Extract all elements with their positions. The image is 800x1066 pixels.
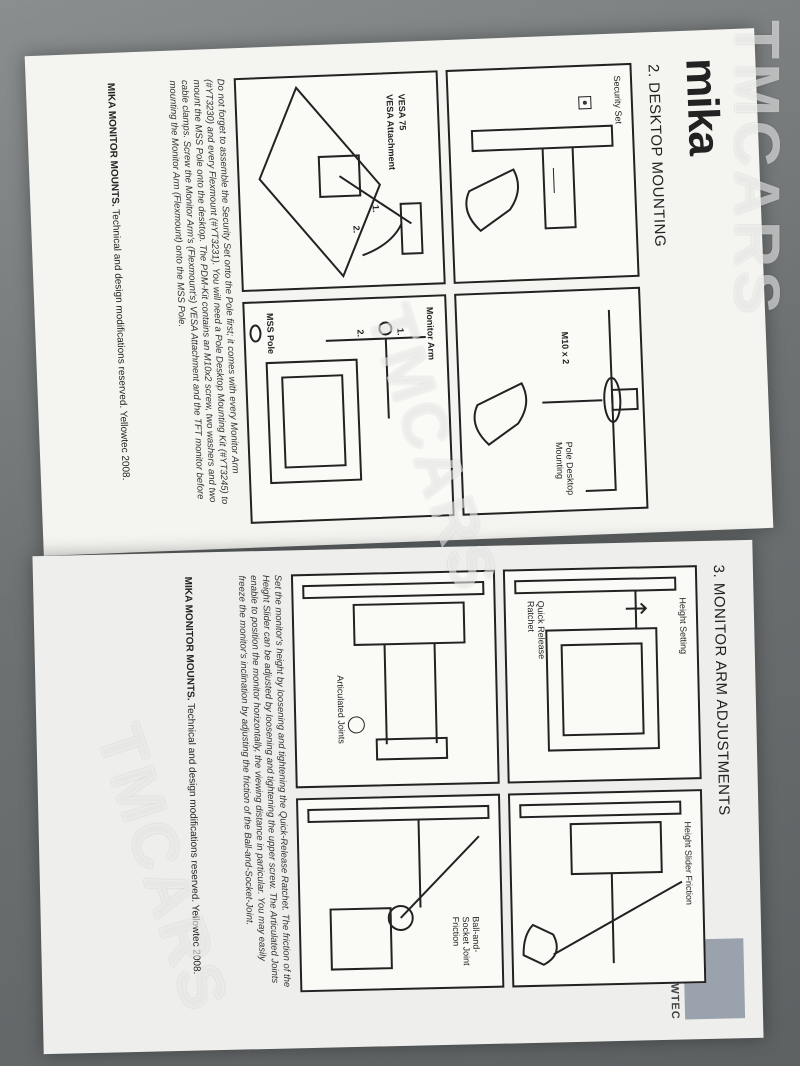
label-step-2: 2. <box>351 225 362 234</box>
label-m10-screw: M10 x 2 <box>559 331 571 365</box>
height-setting-illustration <box>514 576 677 752</box>
page-footer-right: MIKA MONITOR MOUNTS. Technical and desig… <box>182 577 203 1017</box>
footer-text-right: Technical and design modifications reser… <box>184 703 202 975</box>
label-ball-socket-friction: Ball-and-Socket Joint Friction <box>450 916 482 966</box>
page-desktop-mounting: mika 2. DESKTOP MOUNTING Security Set <box>24 28 774 556</box>
pole-mounting-illustration <box>473 309 639 492</box>
label-articulated-joints: Articulated Joints <box>335 675 347 744</box>
label-height-setting: Height Setting <box>677 597 689 655</box>
section-title-right: 3. MONITOR ARM ADJUSTMENTS <box>709 564 733 816</box>
page-monitor-arm-adjustments: 3. MONITOR ARM ADJUSTMENTS YELLOWTEC Hei… <box>32 539 764 1055</box>
panel-monitor-arm-pole: Monitor Arm MSS Pole 1. 2. <box>242 294 455 524</box>
monitor-arm-illustration <box>249 321 426 485</box>
section-title: 2. DESKTOP MOUNTING <box>644 63 669 248</box>
security-set-illustration <box>465 95 614 233</box>
instruction-paragraph: Do not forget to assemble the Security S… <box>166 78 241 505</box>
panel-height-setting: Height Setting Quick Release Ratchet <box>502 565 702 784</box>
panel-ball-socket: Ball-and-Socket Joint Friction <box>296 793 505 993</box>
panel-articulated-joints: Articulated Joints <box>290 569 500 789</box>
brand-logo: mika <box>676 57 729 156</box>
label-height-slider-friction: Height Slider Friction <box>682 821 695 906</box>
vesa-attachment-illustration <box>258 85 424 279</box>
label-step-1: 1. <box>370 204 381 213</box>
ball-socket-illustration <box>307 804 490 971</box>
panel-vesa-attachment: VESA 75 VESA Attachment 1. 2. <box>233 70 446 293</box>
page-footer: MIKA MONITOR MOUNTS. Technical and desig… <box>105 83 133 525</box>
instruction-paragraph-right: Set the monitor's height by loosening an… <box>235 574 293 988</box>
label-step-1b: 1. <box>395 327 406 336</box>
slider-friction-illustration <box>519 800 683 966</box>
footer-text: Technical and design modifications reser… <box>109 209 132 481</box>
panel-security-set: Security Set <box>445 62 640 284</box>
articulated-joints-illustration <box>302 580 485 761</box>
label-quick-release-ratchet: Quick Release Ratchet <box>525 600 547 660</box>
label-vesa-75: VESA 75 <box>396 93 408 131</box>
label-pole-desktop-mounting: Pole Desktop Mounting <box>553 441 576 496</box>
panel-pole-desktop-mounting: Pole Desktop Mounting M10 x 2 <box>454 286 649 516</box>
label-security-set: Security Set <box>611 75 624 125</box>
panel-height-slider-friction: Height Slider Friction <box>507 789 707 988</box>
label-step-2b: 2. <box>355 329 366 338</box>
footer-brand-right: MIKA MONITOR MOUNTS. <box>181 576 196 701</box>
label-mss-pole: MSS Pole <box>264 312 277 355</box>
footer-brand: MIKA MONITOR MOUNTS. <box>104 82 121 207</box>
label-monitor-arm: Monitor Arm <box>424 306 437 361</box>
